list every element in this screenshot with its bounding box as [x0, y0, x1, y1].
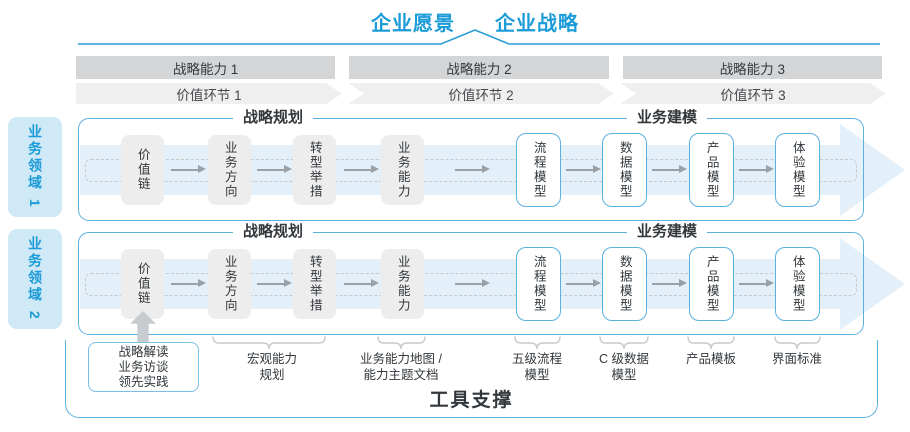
flow-arrow-icon	[652, 279, 687, 287]
node-process-model-label: 流程模型	[531, 141, 546, 199]
value-link-3: 价值环节 3	[620, 83, 886, 104]
tool-support-container: 工具支撑	[65, 340, 878, 418]
node-transformation-initiatives-label: 转型举措	[307, 141, 322, 199]
node-data-model: 数据模型	[602, 247, 647, 321]
flow-arrow-icon	[344, 279, 379, 287]
strategic-capability-2: 战略能力 2	[349, 56, 609, 79]
node-process-model: 流程模型	[516, 247, 561, 321]
lane-dashed-track	[85, 159, 857, 182]
business-modeling-header: 业务建模	[626, 108, 708, 128]
node-process-model: 流程模型	[516, 133, 561, 207]
node-value-chain: 价值链	[121, 249, 164, 319]
strategic-planning-header: 战略规划	[232, 108, 314, 128]
value-link-1-label: 价值环节 1	[176, 87, 242, 103]
node-data-model: 数据模型	[602, 133, 647, 207]
node-value-chain-label: 价值链	[135, 148, 150, 192]
node-experience-model: 体验模型	[775, 133, 820, 207]
node-transformation-initiatives: 转型举措	[293, 135, 336, 205]
flow-arrow-icon	[739, 165, 774, 173]
strategic-capability-1: 战略能力 1	[76, 56, 336, 79]
node-business-capability-label: 业务能力	[395, 141, 410, 199]
strategic-capability-row: 战略能力 1 战略能力 2 战略能力 3	[76, 56, 882, 79]
business-domain-1-lane: 战略规划 业务建模 价值链 业务方向 转型举措 业务能力 流程模型 数据模型 产…	[78, 108, 905, 222]
value-link-row: 价值环节 1 价值环节 2 价值环节 3	[76, 83, 886, 104]
vision-title: 企业愿景	[371, 13, 455, 35]
node-business-direction: 业务方向	[208, 249, 251, 319]
flow-arrow-icon	[344, 165, 379, 173]
business-domain-2-tab: 业务领域 2	[8, 229, 62, 329]
node-value-chain: 价值链	[121, 135, 164, 205]
node-product-model: 产品模型	[689, 247, 734, 321]
strategic-capability-2-label: 战略能力 2	[446, 61, 512, 77]
deliverable-ui-standard: 界面标准	[771, 352, 823, 366]
node-business-capability: 业务能力	[381, 135, 424, 205]
node-product-model: 产品模型	[689, 133, 734, 207]
node-product-model-label: 产品模型	[704, 255, 719, 313]
node-transformation-initiatives: 转型举措	[293, 249, 336, 319]
node-business-direction-label: 业务方向	[222, 255, 237, 313]
node-experience-model-label: 体验模型	[790, 255, 805, 313]
deliverable-product-template: 产品模板	[685, 352, 737, 366]
business-domain-1-tab: 业务领域 1	[8, 117, 62, 217]
value-link-1: 价值环节 1	[76, 83, 342, 104]
deliverable-macro-capability-planning: 宏观能力 规划	[246, 352, 298, 382]
flow-arrow-icon	[566, 279, 601, 287]
lane-border	[78, 232, 864, 335]
flow-arrow-icon	[652, 165, 687, 173]
strategic-capability-3-label: 战略能力 3	[719, 61, 785, 77]
value-link-3-label: 价值环节 3	[720, 87, 786, 103]
deliverable-c-level-data-model: C 级数据 模型	[598, 352, 650, 382]
strategy-title: 企业战略	[495, 13, 579, 35]
node-process-model-label: 流程模型	[531, 255, 546, 313]
value-link-2: 价值环节 2	[348, 83, 614, 104]
strategy-inputs-callout: 战略解读 业务访谈 领先实践	[88, 342, 199, 392]
node-experience-model-label: 体验模型	[790, 141, 805, 199]
flow-arrow-icon	[257, 279, 292, 287]
flow-arrow-icon	[566, 165, 601, 173]
node-data-model-label: 数据模型	[617, 141, 632, 199]
business-domain-1-label: 业务领域 1	[27, 124, 43, 210]
deliverable-capability-map-docs: 业务能力地图 / 能力主题文档	[360, 352, 442, 382]
node-business-capability: 业务能力	[381, 249, 424, 319]
tool-support-label: 工具支撑	[429, 390, 514, 411]
strategic-capability-3: 战略能力 3	[622, 56, 882, 79]
flow-arrow-icon	[455, 279, 490, 287]
strategic-capability-1-label: 战略能力 1	[173, 61, 239, 77]
flow-arrow-icon	[171, 165, 206, 173]
page-title: 企业愿景 企业战略	[371, 7, 579, 36]
node-data-model-label: 数据模型	[617, 255, 632, 313]
lane-border	[78, 118, 864, 221]
lane-dashed-track	[85, 273, 857, 296]
deliverable-five-level-process-model: 五级流程 模型	[511, 352, 563, 382]
node-business-direction: 业务方向	[208, 135, 251, 205]
node-experience-model: 体验模型	[775, 247, 820, 321]
value-link-2-label: 价值环节 2	[448, 87, 514, 103]
flow-arrow-icon	[739, 279, 774, 287]
flow-arrow-icon	[455, 165, 490, 173]
strategic-planning-header: 战略规划	[232, 222, 314, 242]
node-business-direction-label: 业务方向	[222, 141, 237, 199]
node-value-chain-label: 价值链	[135, 262, 150, 306]
business-modeling-header: 业务建模	[626, 222, 708, 242]
node-transformation-initiatives-label: 转型举措	[307, 255, 322, 313]
node-product-model-label: 产品模型	[704, 141, 719, 199]
business-domain-2-label: 业务领域 2	[27, 236, 43, 322]
node-business-capability-label: 业务能力	[395, 255, 410, 313]
flow-arrow-icon	[257, 165, 292, 173]
flow-arrow-icon	[171, 279, 206, 287]
business-domain-2-lane: 战略规划 业务建模 价值链 业务方向 转型举措 业务能力 流程模型 数据模型 产…	[78, 222, 905, 336]
